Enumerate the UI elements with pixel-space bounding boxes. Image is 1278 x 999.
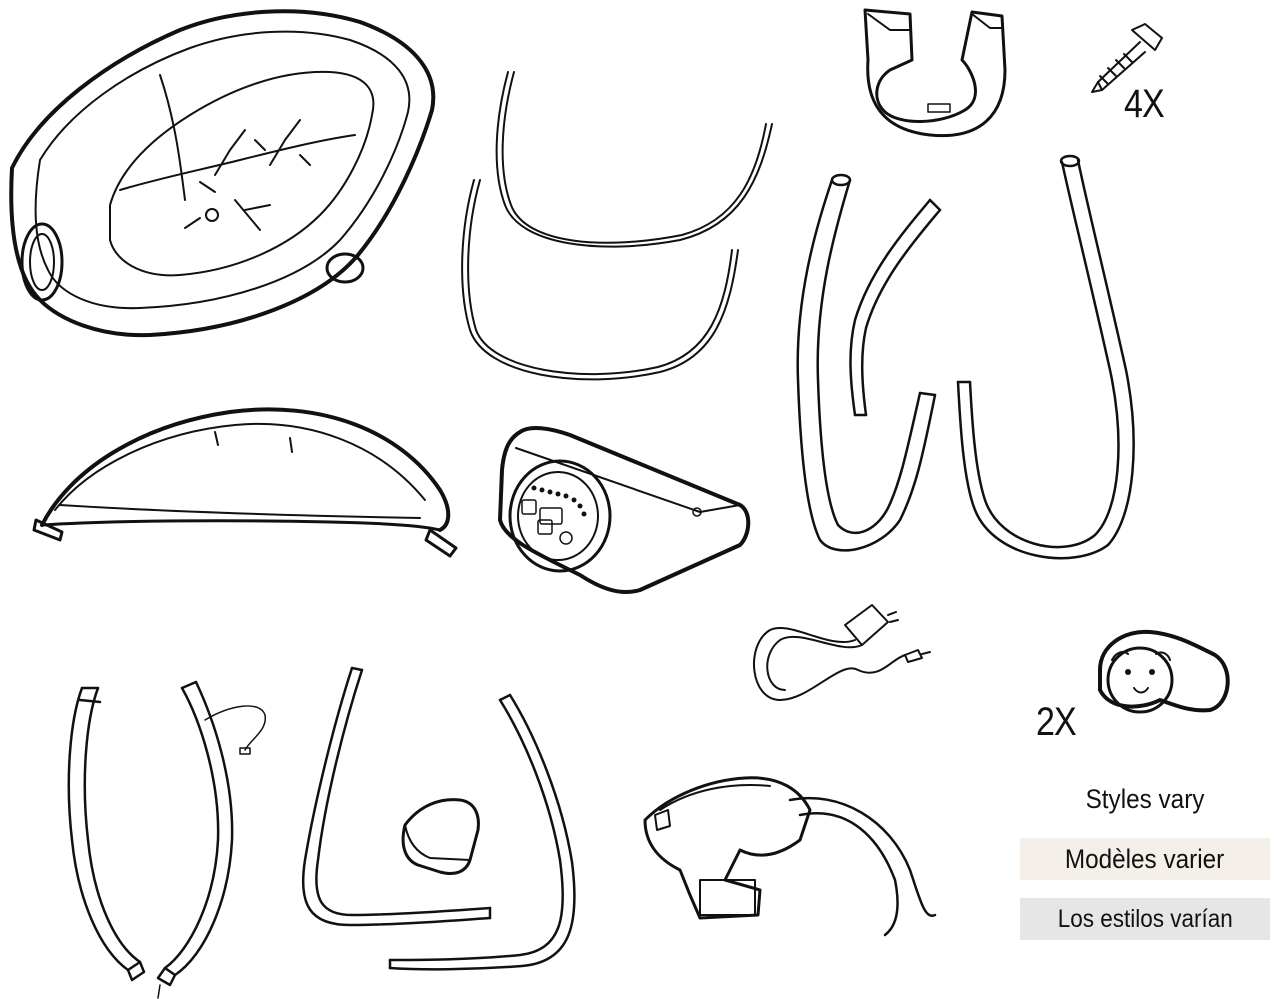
styles-vary-note-spanish: Los estilos varían bbox=[1020, 898, 1270, 940]
screw-quantity: 4X bbox=[1124, 82, 1165, 126]
toy-quantity: 2X bbox=[1036, 700, 1077, 744]
styles-vary-note-french: Modèles varier bbox=[1020, 838, 1270, 880]
toy-icon bbox=[1098, 629, 1230, 714]
leg-tubes-icon bbox=[796, 154, 1135, 560]
styles-vary-note-english: Styles vary bbox=[1020, 778, 1270, 820]
cap-icon bbox=[401, 798, 480, 875]
screw-icon bbox=[1091, 23, 1163, 93]
canopy-icon bbox=[32, 407, 458, 558]
front-legs-icon bbox=[67, 680, 266, 999]
motor-control-unit-icon bbox=[498, 426, 751, 595]
note-french-text: Modèles varier bbox=[1065, 844, 1225, 874]
note-spanish-text: Los estilos varían bbox=[1057, 905, 1233, 933]
power-adapter-icon bbox=[753, 604, 931, 701]
seat-icon bbox=[9, 9, 436, 338]
top-bracket-icon bbox=[863, 8, 1007, 138]
base-tube-icon bbox=[301, 666, 576, 971]
note-english-text: Styles vary bbox=[1085, 784, 1205, 814]
seat-wire-frame-icon bbox=[461, 71, 773, 381]
swing-arm-icon bbox=[643, 776, 937, 937]
